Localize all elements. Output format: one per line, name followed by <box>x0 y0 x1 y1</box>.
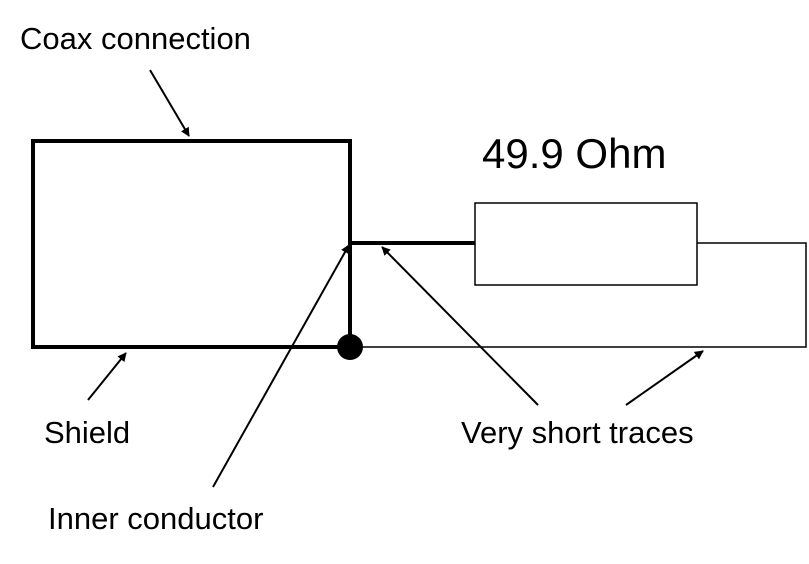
very-short-traces-arrow-right <box>625 350 704 406</box>
shield-arrow <box>87 352 127 401</box>
inner-conductor-arrow <box>212 244 350 488</box>
resistor-value-label: 49.9 Ohm <box>482 130 666 177</box>
very-short-traces-label: Very short traces <box>461 415 694 450</box>
inner-conductor-label: Inner conductor <box>48 501 263 536</box>
very-short-traces-arrow-left <box>381 246 539 406</box>
return-trace <box>350 242 807 348</box>
shield-label: Shield <box>44 415 130 450</box>
resistor-body <box>474 202 698 286</box>
ground-junction-dot <box>337 334 363 360</box>
coax-connection-label: Coax connection <box>20 21 251 56</box>
coax-connection-arrow <box>149 69 190 137</box>
coax-connector-body <box>31 139 352 349</box>
